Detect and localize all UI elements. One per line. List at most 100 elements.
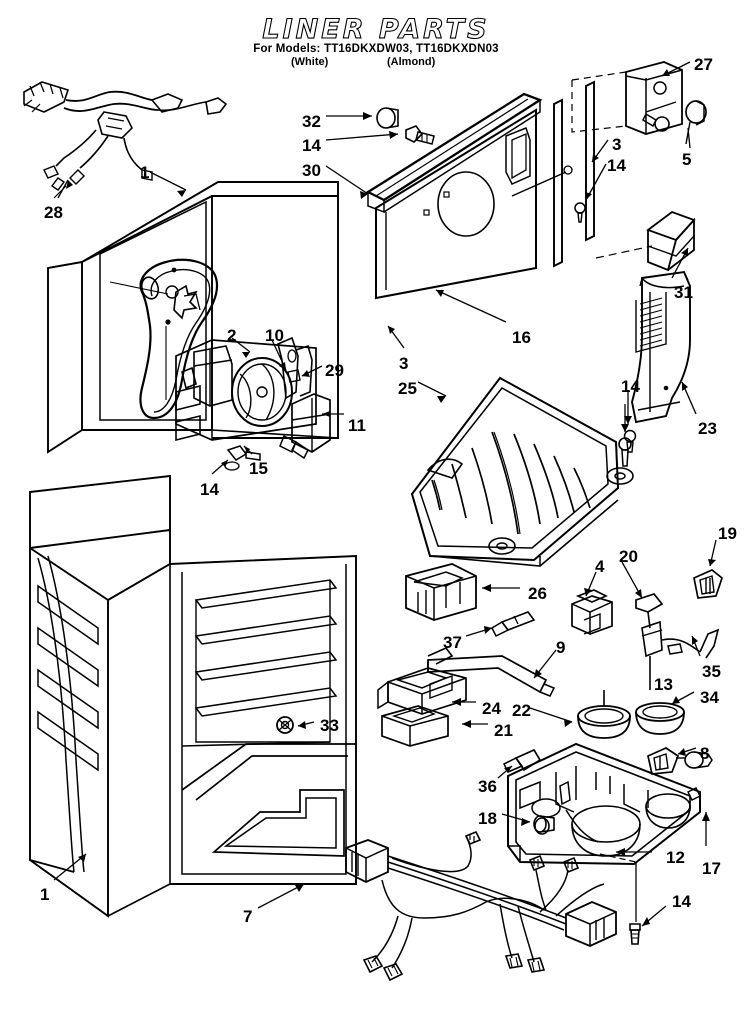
callout-20: 20 — [619, 547, 638, 566]
arrowhead-35 — [692, 636, 698, 645]
arrowhead-26 — [482, 584, 491, 592]
arrowhead-2 — [242, 352, 250, 358]
arrowhead-25 — [437, 396, 446, 403]
part-21-connector-block — [381, 705, 449, 747]
part-28-wire-harness — [23, 81, 228, 199]
part-8-fastener-upper — [647, 747, 713, 775]
callout-4: 4 — [595, 557, 605, 576]
callout-14: 14 — [607, 156, 626, 175]
callout-24: 24 — [482, 699, 501, 718]
callout-13: 13 — [654, 675, 673, 694]
arrowhead-21 — [462, 720, 471, 728]
callout-19: 19 — [718, 524, 737, 543]
arrowhead-23 — [682, 382, 688, 391]
arrowhead-7 — [295, 884, 304, 892]
arrowhead-3-right — [592, 154, 599, 162]
part-26-control-housing — [405, 563, 477, 621]
part-8-fastener-lower — [534, 817, 550, 835]
leader-25 — [417, 381, 447, 397]
callout-3: 3 — [612, 135, 622, 154]
part-9-defrost-rail — [427, 647, 556, 697]
arrowhead-14-top — [389, 131, 398, 139]
part-16-rear-panel — [375, 108, 573, 300]
leader-5 — [687, 127, 691, 149]
callout-27: 27 — [694, 55, 713, 74]
arrowhead-28 — [66, 180, 73, 189]
callout-25: 25 — [398, 379, 417, 398]
part-31-duct-cap — [646, 210, 696, 272]
part-25-evaporator-cover — [410, 376, 634, 567]
arrowhead-33 — [298, 721, 306, 729]
callout-22: 22 — [512, 701, 531, 720]
callout-36: 36 — [478, 777, 497, 796]
arrowhead-31 — [681, 248, 688, 256]
part-33-grommet — [276, 716, 294, 734]
arrowhead-15 — [244, 446, 250, 453]
callout-14: 14 — [302, 136, 321, 155]
arrowhead-10 — [279, 362, 286, 370]
callout-11: 11 — [348, 416, 366, 435]
callout-9: 9 — [556, 638, 566, 657]
part-14-screw-top — [405, 125, 435, 145]
alignment-guide-27 — [571, 71, 627, 133]
part-7-main-wire-harness — [345, 830, 617, 982]
part-14-rail-screw — [574, 202, 586, 223]
color-label-white: (White) — [291, 56, 329, 68]
part-14-bottom-screw — [599, 853, 641, 945]
color-labels: (White) (Almond) — [0, 56, 752, 68]
callout-16: 16 — [512, 328, 531, 347]
color-label-almond: (Almond) — [387, 56, 436, 68]
callout-5: 5 — [682, 150, 692, 169]
callout-14: 14 — [621, 377, 640, 396]
arrowhead-17 — [702, 812, 710, 821]
callout-23: 23 — [698, 419, 717, 438]
callout-28: 28 — [44, 203, 63, 222]
arrowhead-4 — [584, 588, 592, 596]
callout-33: 33 — [320, 716, 339, 735]
callout-7: 7 — [243, 907, 253, 926]
leader-1-top — [149, 171, 187, 191]
callout-15: 15 — [249, 459, 268, 478]
arrowhead-14-bottom — [642, 917, 650, 926]
part-34-drain-cap — [635, 702, 685, 735]
arrowhead-32 — [363, 112, 372, 120]
callout-1: 1 — [40, 885, 50, 904]
part-3-side-rails — [553, 80, 595, 268]
callout-29: 29 — [325, 361, 344, 380]
part-4-thermostat — [571, 589, 613, 635]
arrowhead-8-upper — [678, 748, 686, 756]
part-24-terminal-block — [377, 667, 467, 715]
callout-35: 35 — [702, 662, 721, 681]
part-14-bracket-screw — [642, 112, 670, 132]
callout-32: 32 — [302, 112, 321, 131]
leader-30 — [325, 165, 369, 195]
callout-26: 26 — [528, 584, 547, 603]
callout-2: 2 — [227, 326, 237, 345]
part-19-clip — [693, 569, 723, 599]
part-13-drain-cup — [577, 690, 631, 739]
arrowhead-29 — [302, 370, 310, 377]
arrowhead-3-left — [388, 326, 395, 334]
arrowhead-14-fan — [221, 460, 228, 467]
callout-14: 14 — [200, 480, 219, 499]
arrowhead-14-rail — [585, 192, 592, 200]
callout-1: 1 — [140, 163, 150, 182]
callout-8: 8 — [700, 744, 710, 763]
leader-7 — [257, 883, 305, 909]
callout-37: 37 — [443, 633, 462, 652]
leader-28 — [57, 179, 69, 199]
callout-31: 31 — [674, 283, 693, 302]
arrowhead-12 — [616, 848, 625, 856]
callout-18: 18 — [478, 809, 497, 828]
model-numbers-line: For Models: TT16DKXDW03, TT16DKXDN03 — [253, 43, 499, 55]
part-37-clip — [491, 611, 536, 638]
arrowhead-20 — [635, 589, 642, 598]
part-23-air-duct — [631, 270, 691, 424]
callout-30: 30 — [302, 161, 321, 180]
part-27-bracket — [625, 61, 683, 135]
arrowhead-9 — [534, 669, 542, 678]
arrowhead-24 — [452, 698, 461, 706]
callout-14: 14 — [672, 892, 691, 911]
callout-34: 34 — [700, 688, 719, 707]
